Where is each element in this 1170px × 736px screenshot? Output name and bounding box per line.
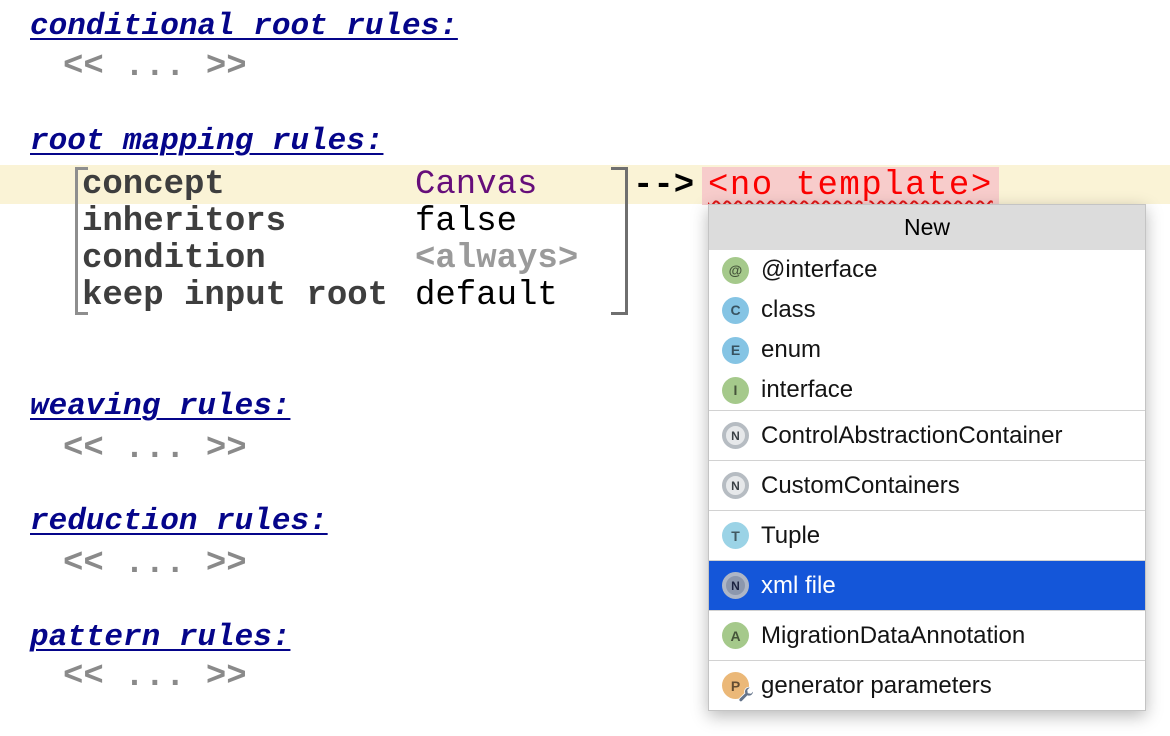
menu-item-control-abstraction-container[interactable]: N ControlAbstractionContainer — [709, 410, 1145, 460]
interface-icon: I — [722, 376, 749, 404]
field-value-condition[interactable]: <always> — [415, 240, 579, 278]
annotation-icon: A — [722, 622, 749, 649]
menu-item-custom-containers[interactable]: N CustomContainers — [709, 460, 1145, 510]
no-template-error-cell[interactable]: <no template> — [702, 167, 999, 205]
new-node-popup: New @ @interface C class E enum I interf… — [708, 204, 1146, 711]
pattern-rules-placeholder[interactable]: << ... >> — [63, 658, 247, 696]
reduction-rules-placeholder[interactable]: << ... >> — [63, 545, 247, 583]
field-label-condition: condition — [82, 240, 266, 278]
menu-item-label: interface — [761, 376, 854, 403]
menu-item-label: enum — [761, 336, 822, 363]
wrench-icon — [738, 687, 754, 702]
class-icon: C — [722, 296, 749, 324]
tuple-icon: T — [722, 522, 749, 549]
field-value-inheritors[interactable]: false — [415, 203, 518, 241]
popup-title: New — [709, 205, 1145, 250]
enum-icon: E — [722, 336, 749, 364]
field-value-concept[interactable]: Canvas — [415, 166, 538, 204]
menu-item-label: generator parameters — [761, 671, 992, 699]
root-mapping-rule: concept Canvas inheritors false condition <… — [75, 167, 628, 315]
at-interface-icon: @ — [722, 256, 749, 284]
menu-item-label: Tuple — [761, 521, 821, 549]
weaving-rules-placeholder[interactable]: << ... >> — [63, 430, 247, 468]
menu-item-label: class — [761, 296, 816, 323]
menu-item-label: CustomContainers — [761, 471, 960, 499]
field-value-keep-input-root[interactable]: default — [415, 277, 558, 315]
field-label-inheritors: inheritors — [82, 203, 287, 241]
mapping-arrow: --> — [633, 167, 695, 205]
right-bracket — [611, 167, 628, 315]
node-icon: N — [722, 422, 749, 449]
conditional-root-rules-placeholder[interactable]: << ... >> — [63, 48, 247, 86]
section-title-pattern-rules: pattern rules: — [30, 620, 291, 655]
section-title-conditional-root-rules: conditional root rules: — [30, 9, 458, 44]
menu-item-tuple[interactable]: T Tuple — [709, 510, 1145, 560]
menu-item-enum[interactable]: E enum — [709, 330, 1145, 370]
parameters-icon: P — [722, 672, 754, 702]
menu-item-class[interactable]: C class — [709, 290, 1145, 330]
node-icon: N — [722, 572, 749, 599]
section-title-weaving-rules: weaving rules: — [30, 389, 291, 424]
field-label-keep-input-root: keep input root — [82, 277, 389, 315]
left-bracket — [75, 167, 88, 315]
menu-item-migration-data-annotation[interactable]: A MigrationDataAnnotation — [709, 610, 1145, 660]
section-title-reduction-rules: reduction rules: — [30, 504, 328, 539]
menu-item-label: xml file — [761, 571, 836, 599]
menu-item-label: MigrationDataAnnotation — [761, 621, 1026, 649]
menu-item-label: @interface — [761, 256, 878, 283]
menu-item-generator-parameters[interactable]: P generator parameters — [709, 660, 1145, 710]
field-label-concept: concept — [82, 166, 225, 204]
menu-item-label: ControlAbstractionContainer — [761, 421, 1063, 449]
section-title-root-mapping-rules: root mapping rules: — [30, 124, 384, 159]
menu-item-annotation-interface[interactable]: @ @interface — [709, 250, 1145, 290]
menu-item-xml-file[interactable]: N xml file — [709, 560, 1145, 610]
menu-item-interface[interactable]: I interface — [709, 370, 1145, 410]
node-icon: N — [722, 472, 749, 499]
